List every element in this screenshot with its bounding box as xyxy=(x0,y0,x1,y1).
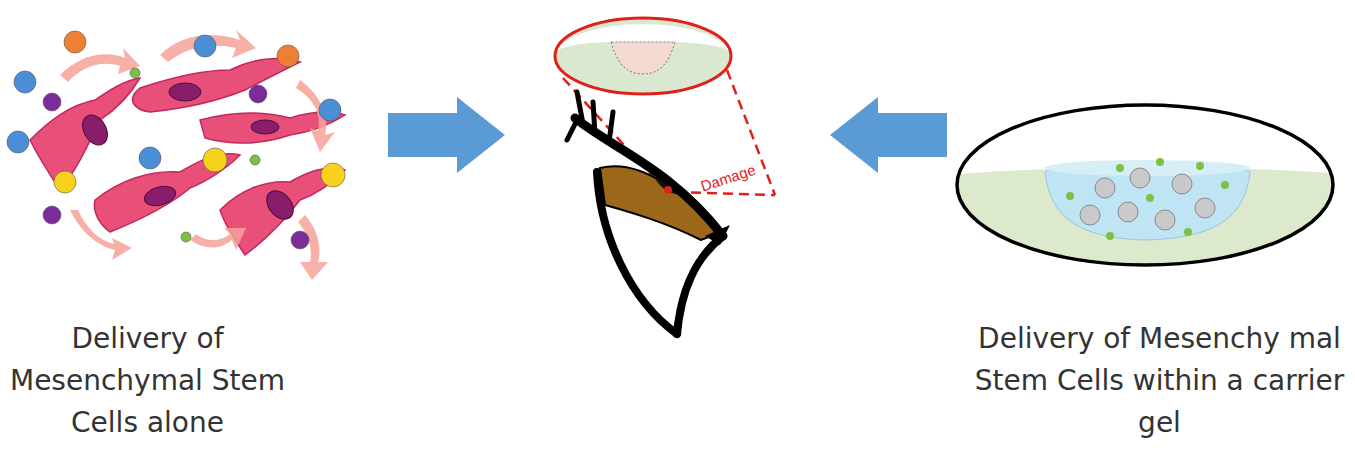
block-arrow xyxy=(388,97,505,173)
block-arrow xyxy=(830,97,947,173)
gel-panel: Delivery of Mesenchy mal Stem Cells with… xyxy=(950,0,1355,452)
msc-panel: Delivery of Mesenchymal Stem Cells alone xyxy=(0,0,385,452)
eye-panel: Damage xyxy=(505,0,830,452)
damage-label: Damage xyxy=(698,161,757,195)
panel-caption: Delivery of Mesenchymal Stem Cells alone xyxy=(0,318,295,444)
panel-caption: Delivery of Mesenchy mal Stem Cells with… xyxy=(972,318,1347,444)
eye-illustration xyxy=(505,0,830,452)
